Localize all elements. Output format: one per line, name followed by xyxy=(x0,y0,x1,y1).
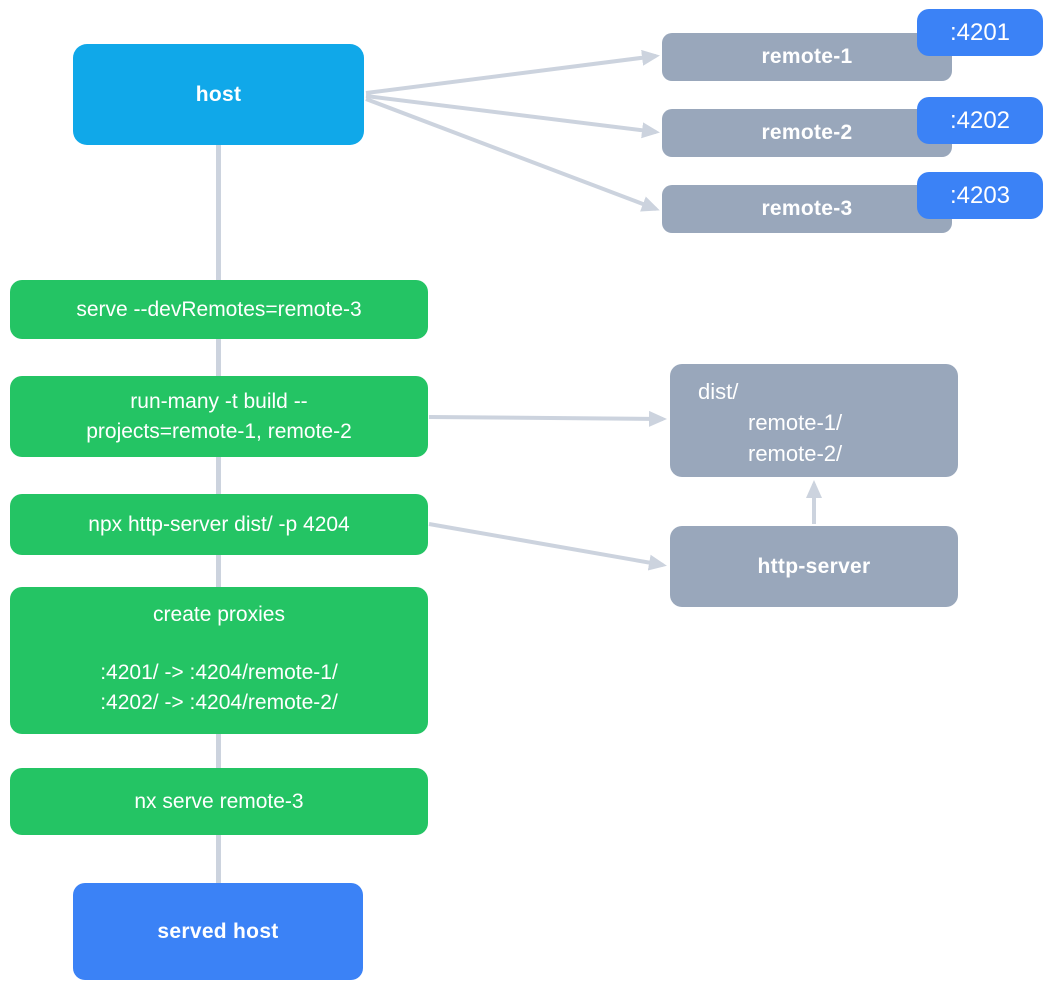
remote-2-label: remote-2 xyxy=(761,121,853,144)
command-serve-label: serve --devRemotes=remote-3 xyxy=(76,297,362,321)
node-host: host xyxy=(73,44,364,145)
host-label: host xyxy=(195,82,242,106)
command-serve-devremotes: serve --devRemotes=remote-3 xyxy=(10,280,428,339)
proxy-rule-2: :4202/ -> :4204/remote-2/ xyxy=(100,691,338,714)
command-npx-http-server: npx http-server dist/ -p 4204 xyxy=(10,494,428,555)
command-create-proxies: create proxies :4201/ -> :4204/remote-1/… xyxy=(10,587,428,734)
proxy-rule-1: :4201/ -> :4204/remote-1/ xyxy=(100,661,338,684)
port-badge-4202: :4202 xyxy=(917,97,1043,144)
served-host-label: served host xyxy=(157,919,279,943)
command-build-line2: projects=remote-1, remote-2 xyxy=(86,419,352,443)
dist-line-3: remote-2/ xyxy=(748,441,843,466)
command-http-label: npx http-server dist/ -p 4204 xyxy=(88,512,350,536)
dist-line-2: remote-1/ xyxy=(748,410,843,435)
remote-3-label: remote-3 xyxy=(761,197,853,220)
http-server-label: http-server xyxy=(757,554,871,578)
remote-1-label: remote-1 xyxy=(761,45,853,68)
command-run-many-build: run-many -t build -- projects=remote-1, … xyxy=(10,376,428,457)
arrow-host-remote-3 xyxy=(365,97,660,212)
port-4203-label: :4203 xyxy=(949,181,1011,209)
command-build-line1: run-many -t build -- xyxy=(130,389,308,413)
port-badge-4203: :4203 xyxy=(917,172,1043,219)
port-4202-label: :4202 xyxy=(949,106,1011,134)
port-4201-label: :4201 xyxy=(949,18,1011,46)
node-http-server: http-server xyxy=(670,526,958,607)
dist-line-1: dist/ xyxy=(698,379,739,404)
command-serve-remote3-label: nx serve remote-3 xyxy=(134,789,304,813)
arrow-http-cmd-httpserver xyxy=(428,522,667,571)
port-badge-4201: :4201 xyxy=(917,9,1043,56)
proxies-title: create proxies xyxy=(153,603,285,626)
arrow-host-remote-1 xyxy=(365,49,660,95)
arrow-build-dist xyxy=(428,410,667,427)
node-served-host: served host xyxy=(73,883,363,980)
node-remote-2: remote-2 xyxy=(662,109,952,157)
node-remote-3: remote-3 xyxy=(662,185,952,233)
node-dist-folder: dist/ remote-1/ remote-2/ xyxy=(670,364,958,477)
command-nx-serve-remote-3: nx serve remote-3 xyxy=(10,768,428,835)
arrow-host-remote-2 xyxy=(365,94,660,139)
node-remote-1: remote-1 xyxy=(662,33,952,81)
